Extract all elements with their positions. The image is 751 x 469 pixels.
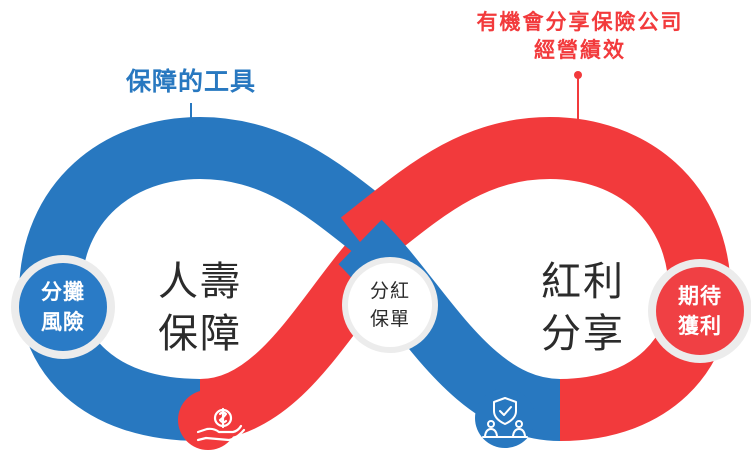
center-badge bbox=[348, 263, 432, 347]
red-loop bbox=[340, 116, 732, 441]
left-badge-line1: 分攤 bbox=[41, 280, 85, 304]
blue-callout-dot bbox=[187, 122, 195, 130]
left-loop-line2: 保障 bbox=[158, 311, 242, 357]
left-badge-line2: 風險 bbox=[41, 310, 85, 334]
right-callout-line1: 有機會分享保險公司 bbox=[476, 10, 684, 34]
center-badge-line2: 保單 bbox=[369, 308, 410, 330]
red-end-cap bbox=[178, 390, 238, 450]
right-badge-line1: 期待 bbox=[678, 284, 722, 308]
right-callout-line2: 經營績效 bbox=[534, 38, 626, 62]
right-badge bbox=[656, 267, 744, 355]
right-loop-line1: 紅利 bbox=[541, 259, 625, 305]
hand-coin-icon bbox=[196, 407, 246, 442]
right-badge-line2: 獲利 bbox=[678, 314, 722, 338]
right-loop-line2: 分享 bbox=[541, 311, 625, 357]
shield-people-icon bbox=[482, 397, 528, 438]
blue-loop bbox=[18, 116, 410, 441]
left-loop-line1: 人壽 bbox=[158, 259, 242, 305]
center-badge-line1: 分紅 bbox=[369, 280, 410, 302]
left-callout-text: 保障的工具 bbox=[125, 67, 256, 96]
blue-end-cap bbox=[475, 388, 535, 448]
left-badge bbox=[19, 263, 107, 351]
red-callout-dot bbox=[574, 71, 582, 79]
